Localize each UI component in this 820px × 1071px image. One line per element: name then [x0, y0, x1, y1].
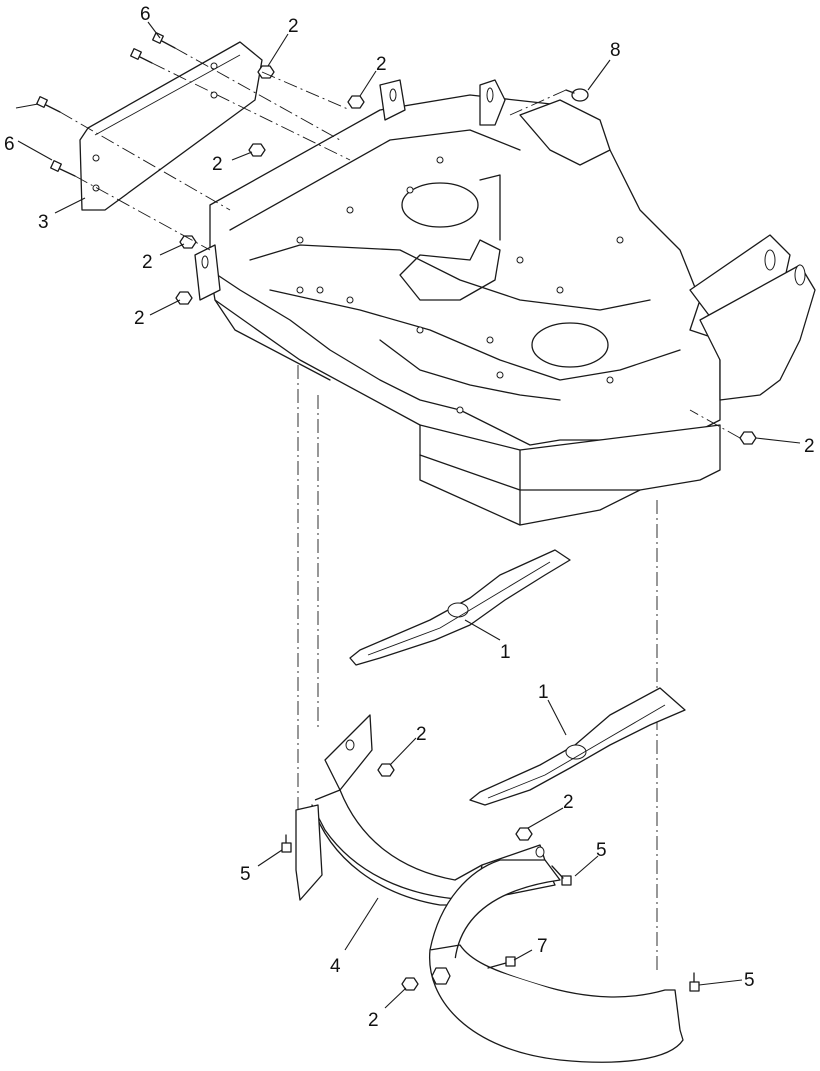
callout-2-e: 2	[134, 308, 145, 329]
bolt-group-item-6	[36, 32, 176, 177]
assembly-alignment-lines	[59, 47, 741, 970]
callout-2-i: 2	[368, 1010, 379, 1031]
callout-1-upper: 1	[500, 642, 511, 663]
callout-5-right: 5	[596, 840, 607, 861]
callout-6-left: 6	[4, 134, 15, 155]
callout-5-bottom: 5	[744, 970, 755, 991]
callout-6-top: 6	[140, 4, 151, 25]
callout-5-left: 5	[240, 864, 251, 885]
mower-deck-housing	[194, 79, 816, 526]
blade-item-1-lower	[469, 687, 686, 806]
callout-leaders	[15, 21, 801, 1009]
callout-2-d: 2	[142, 252, 153, 273]
callout-2-g: 2	[416, 724, 427, 745]
deflector-plate	[79, 41, 263, 211]
callout-8: 8	[610, 40, 621, 61]
callout-labels: 6 6 3 2 2 2 2 2 8 2 1 1 2 2 5 5 4 7 5 2	[4, 4, 815, 1031]
callout-2-f: 2	[804, 436, 815, 457]
callout-1-lower: 1	[538, 682, 549, 703]
callout-2-c: 2	[212, 154, 223, 175]
blade-item-1-upper	[349, 549, 571, 666]
bolt-group-item-5-7	[281, 834, 700, 992]
callout-2-b: 2	[376, 54, 387, 75]
callout-2-a: 2	[288, 16, 299, 37]
pin-item-8	[565, 88, 589, 102]
callout-3: 3	[38, 212, 49, 233]
callout-2-h: 2	[563, 792, 574, 813]
baffle-item-4	[295, 714, 684, 1063]
callout-7: 7	[537, 936, 548, 957]
callout-4: 4	[330, 956, 341, 977]
